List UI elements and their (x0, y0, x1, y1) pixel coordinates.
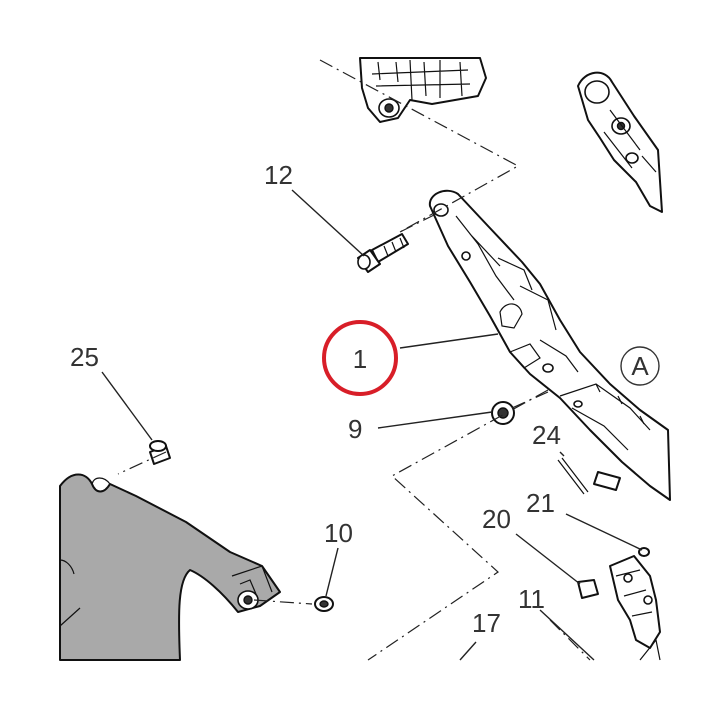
bolt-part-12 (357, 233, 409, 273)
callout-1: 1 (353, 344, 367, 374)
callout-9: 9 (348, 414, 362, 444)
callout-10: 10 (324, 518, 353, 548)
callout-21: 21 (526, 488, 555, 518)
callout-25: 25 (70, 342, 99, 372)
pin-part-24 (557, 457, 621, 495)
cap-part-25 (149, 440, 171, 465)
view-label-a: A (620, 346, 660, 386)
swingarm-part-1 (428, 189, 671, 501)
bushing-part-9 (491, 401, 515, 425)
view-label-ring (620, 346, 660, 386)
highlighted-callout-1[interactable]: 1 (322, 320, 398, 396)
gray-frame-bracket (59, 473, 281, 661)
view-label-text: A (631, 351, 649, 381)
callout-20: 20 (482, 504, 511, 534)
top-mount-bracket (359, 57, 487, 123)
leader-lines (101, 189, 643, 661)
top-right-link-arm (577, 71, 663, 213)
highlight-ring (322, 320, 398, 396)
callout-24: 24 (532, 420, 561, 450)
callout-12: 12 (264, 160, 293, 190)
nut-part-10 (314, 596, 334, 612)
assembly-centerlines (117, 59, 591, 661)
lower-right-assembly (577, 547, 661, 661)
callout-11: 11 (518, 584, 545, 614)
callout-17: 17 (472, 608, 501, 638)
